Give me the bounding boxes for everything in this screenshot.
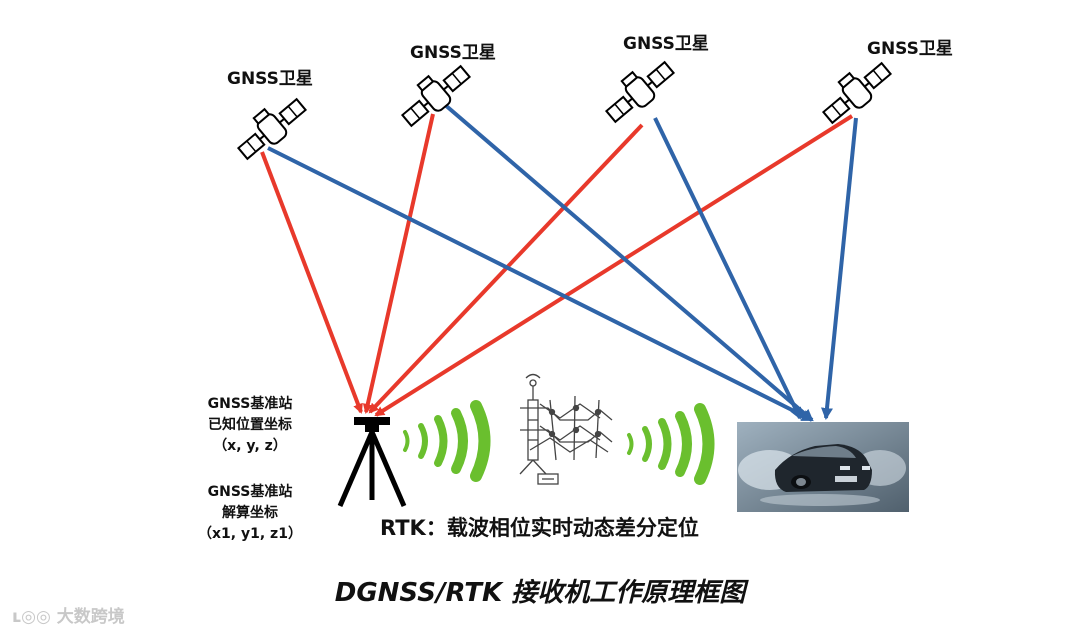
known-coordinates: （x, y, z） — [186, 436, 314, 457]
satellite-label: GNSS卫星 — [410, 38, 496, 63]
red-signal-2 — [366, 114, 433, 412]
watermark-logo-icon: ʟ◎◎ — [12, 607, 57, 627]
red-signal-4 — [376, 116, 852, 415]
solved-coordinates: （x1, y1, z1） — [186, 524, 314, 545]
watermark-text: 大数跨境 — [57, 607, 125, 627]
base-station-solved-block: GNSS基准站 解算坐标 （x1, y1, z1） — [186, 482, 314, 545]
base-station-title: GNSS基准站 — [186, 394, 314, 415]
satellite-label: GNSS卫星 — [867, 34, 953, 59]
satellite-icon — [230, 89, 310, 164]
solved-position-label: 解算坐标 — [186, 503, 314, 524]
tripod-icon — [340, 417, 404, 506]
satellite-icon — [598, 52, 678, 127]
base-station-known-block: GNSS基准站 已知位置坐标 （x, y, z） — [186, 394, 314, 457]
red-signal-1 — [262, 152, 361, 412]
satellite-label: GNSS卫星 — [227, 64, 313, 89]
base-station-title: GNSS基准站 — [186, 482, 314, 503]
car-image — [737, 422, 909, 512]
rtk-label: RTK：载波相位实时动态差分定位 — [380, 512, 699, 542]
satellite-label: GNSS卫星 — [623, 29, 709, 54]
blue-signals — [268, 104, 856, 420]
blue-signal-4 — [826, 118, 856, 418]
antenna-tower-icon — [520, 375, 612, 485]
red-signals — [262, 114, 852, 415]
satellite-icon — [815, 53, 895, 128]
known-position-label: 已知位置坐标 — [186, 415, 314, 436]
radio-wave-icon — [629, 409, 709, 479]
diagram-title: DGNSS/RTK 接收机工作原理框图 — [0, 572, 1080, 609]
watermark: ʟ◎◎ 大数跨境 — [12, 602, 125, 627]
radio-wave-icon — [405, 406, 485, 476]
